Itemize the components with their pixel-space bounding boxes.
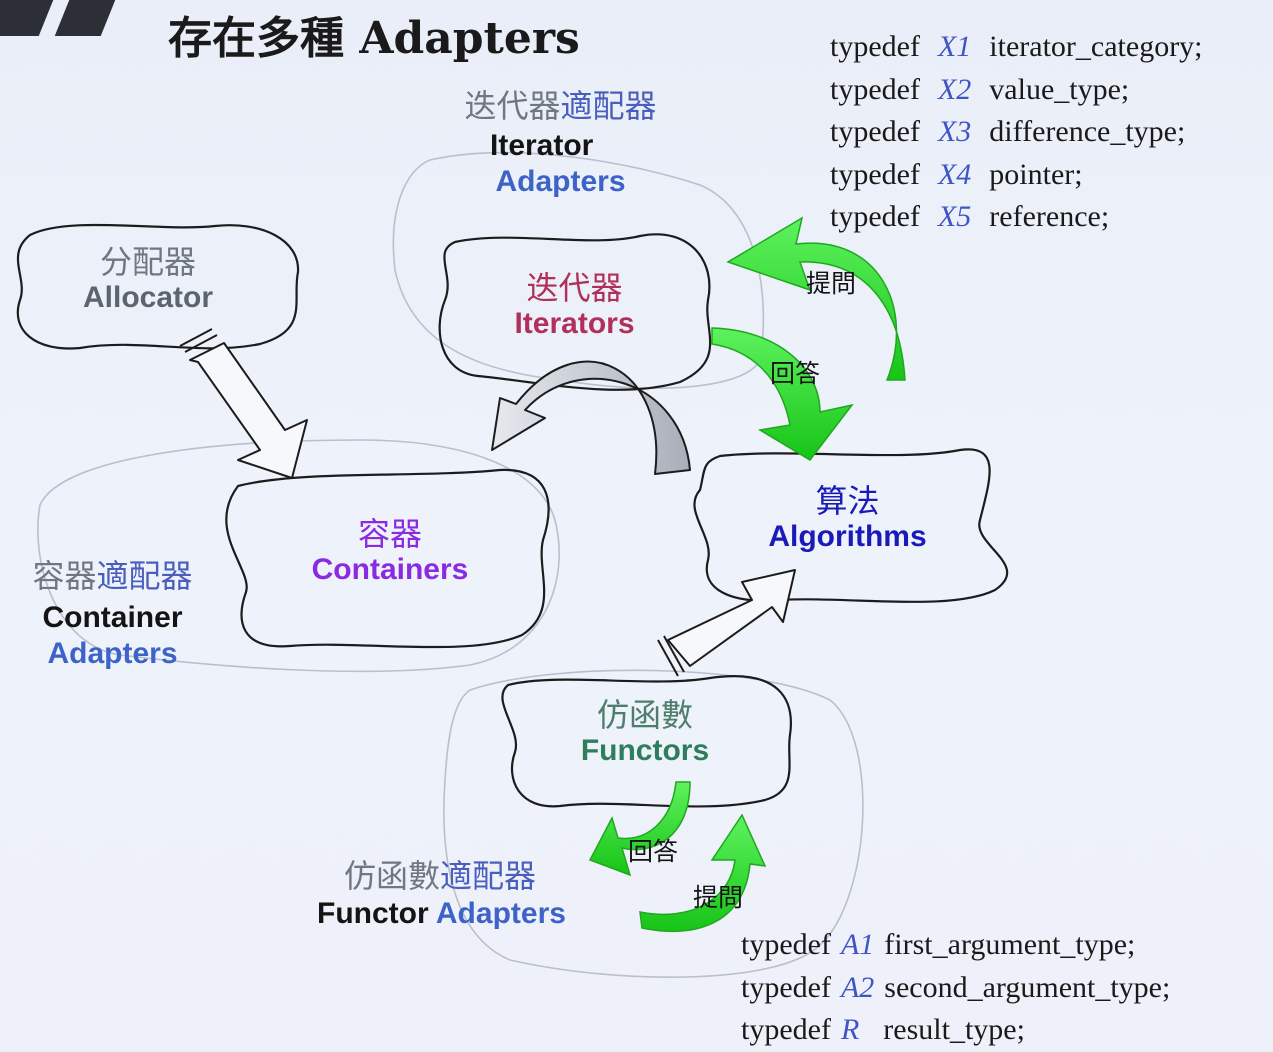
typedef-name: difference_type; bbox=[989, 115, 1186, 148]
iterator-adapters-en-b: Adapters bbox=[495, 165, 626, 199]
typedef-keyword: typedef bbox=[830, 72, 920, 106]
iterators-zh: 迭代器 bbox=[526, 269, 623, 307]
functor-adapters-en-a: Functor bbox=[317, 896, 429, 930]
functor-adapters-zh-a: 仿函數 bbox=[344, 857, 441, 895]
ask-label-top: 提問 bbox=[806, 269, 857, 298]
containers-zh: 容器 bbox=[357, 515, 422, 553]
algorithms-en: Algorithms bbox=[768, 519, 927, 553]
ask-label-bottom: 提問 bbox=[693, 883, 744, 912]
typedef-var: X1 bbox=[937, 30, 972, 63]
typedef-keyword: typedef bbox=[741, 1013, 831, 1046]
functor-adapters-en-b: Adapters bbox=[435, 896, 566, 930]
answer-arrow-top bbox=[711, 327, 854, 461]
typedef-var: X3 bbox=[937, 115, 972, 148]
typedef-name: second_argument_type; bbox=[884, 970, 1171, 1004]
functors-label: 仿函數 Functors bbox=[555, 697, 735, 768]
typedef-var: R bbox=[840, 1013, 860, 1046]
typedef-keyword: typedef bbox=[830, 200, 920, 233]
iterators-to-containers-curved-arrow bbox=[491, 360, 691, 475]
iterators-en: Iterators bbox=[514, 306, 635, 340]
typedef-name: value_type; bbox=[989, 72, 1130, 106]
typedef-var: A1 bbox=[840, 928, 875, 961]
iterator-adapters-label: 迭代器適配器 Iterator Adapters bbox=[438, 88, 683, 200]
typedef-var: X4 bbox=[937, 157, 972, 191]
typedef-keyword: typedef bbox=[741, 970, 831, 1004]
algorithms-label: 算法 Algorithms bbox=[750, 483, 945, 554]
answer-label-top: 回答 bbox=[770, 359, 821, 388]
iterator-adapters-en-a: Iterator bbox=[490, 128, 594, 162]
algorithms-zh: 算法 bbox=[815, 482, 880, 520]
allocator-to-containers-arrow bbox=[179, 328, 308, 479]
functor-traits-row: typedef A1 first_argument_type; bbox=[741, 924, 1170, 967]
ask-arrow-bottom bbox=[639, 813, 767, 933]
typedef-name: reference; bbox=[989, 200, 1110, 233]
functors-zh: 仿函數 bbox=[596, 696, 693, 734]
typedef-keyword: typedef bbox=[830, 115, 920, 148]
algorithms-cloud bbox=[693, 448, 1009, 603]
allocator-zh: 分配器 bbox=[99, 243, 196, 281]
iterator-traits-row: typedef X4 pointer; bbox=[830, 154, 1203, 197]
iterator-traits-row: typedef X1 iterator_category; bbox=[830, 26, 1203, 69]
allocator-label: 分配器 Allocator bbox=[58, 244, 238, 315]
containers-label: 容器 Containers bbox=[290, 516, 490, 587]
functor-adapters-label: 仿函數適配器 Functor Adapters bbox=[312, 858, 612, 931]
container-adapters-label: 容器適配器 Container Adapters bbox=[10, 558, 215, 672]
typedef-var: A2 bbox=[840, 970, 875, 1004]
containers-cloud bbox=[225, 468, 550, 649]
typedef-name: first_argument_type; bbox=[884, 928, 1136, 961]
functors-to-algorithms-arrow bbox=[657, 569, 796, 677]
functors-en: Functors bbox=[580, 733, 710, 767]
ask-arrow-top bbox=[726, 216, 906, 381]
answer-label-bottom: 回答 bbox=[628, 837, 679, 866]
container-adapters-en-a: Container bbox=[42, 600, 183, 634]
containers-en: Containers bbox=[311, 552, 469, 586]
iterator-adapters-zh-a: 迭代器 bbox=[464, 87, 561, 125]
container-adapters-zh-b: 適配器 bbox=[96, 557, 193, 595]
functors-cloud bbox=[501, 675, 792, 808]
functor-traits-row: typedef A2 second_argument_type; bbox=[741, 967, 1170, 1010]
typedef-var: X5 bbox=[937, 200, 972, 233]
typedef-var: X2 bbox=[937, 72, 972, 106]
answer-arrow-bottom bbox=[588, 781, 691, 877]
allocator-cloud bbox=[16, 223, 300, 350]
slide-title: 存在多種 Adapters bbox=[168, 13, 580, 64]
typedef-name: pointer; bbox=[989, 157, 1083, 191]
typedef-keyword: typedef bbox=[741, 928, 831, 961]
iterator-traits-row: typedef X3 difference_type; bbox=[830, 111, 1203, 154]
container-adapters-en-b: Adapters bbox=[47, 637, 178, 671]
container-adapters-zh-a: 容器 bbox=[32, 557, 97, 595]
iterator-traits-row: typedef X5 reference; bbox=[830, 196, 1203, 239]
typedef-keyword: typedef bbox=[830, 30, 920, 63]
iterators-cloud bbox=[438, 233, 712, 391]
allocator-en: Allocator bbox=[82, 280, 214, 314]
iterator-traits-row: typedef X2 value_type; bbox=[830, 69, 1203, 112]
iterator-adapters-region bbox=[392, 151, 765, 389]
typedef-name: result_type; bbox=[883, 1013, 1025, 1046]
iterator-adapters-zh-b: 適配器 bbox=[560, 87, 657, 125]
typedef-name: iterator_category; bbox=[989, 30, 1203, 63]
functor-adapters-zh-b: 適配器 bbox=[440, 857, 537, 895]
iterators-label: 迭代器 Iterators bbox=[487, 270, 662, 341]
typedef-keyword: typedef bbox=[830, 157, 920, 191]
